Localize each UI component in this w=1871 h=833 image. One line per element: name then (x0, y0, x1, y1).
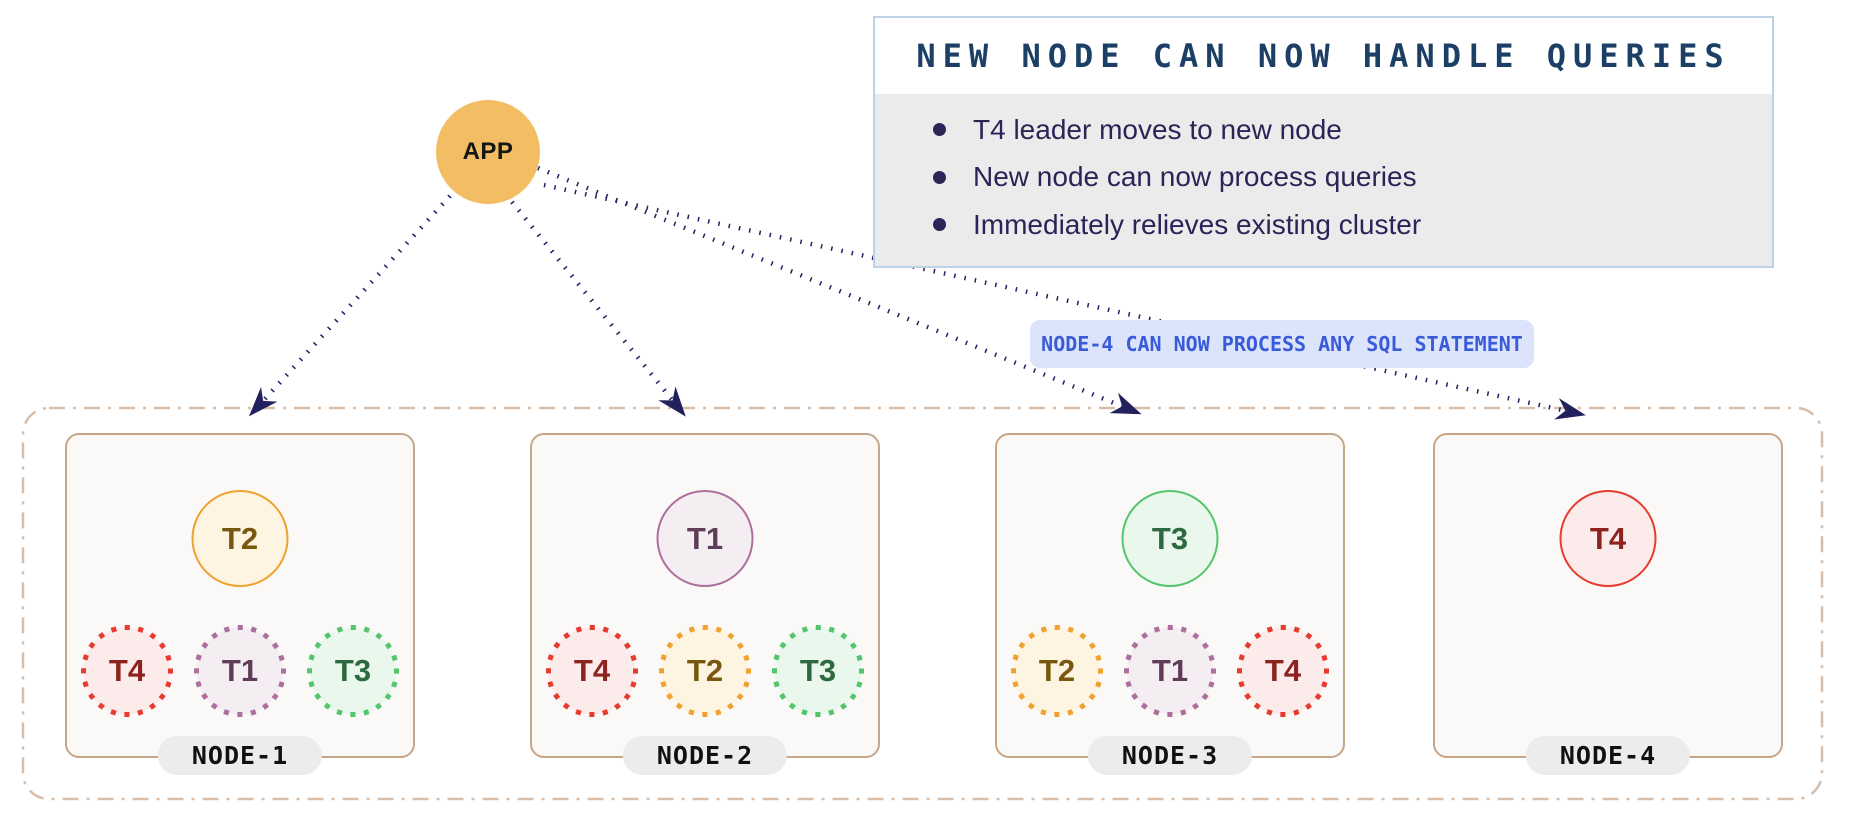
follower-tablet-t2: T2 (658, 624, 752, 718)
dotted-ring-icon (1124, 625, 1216, 717)
follower-tablet-t3: T3 (306, 624, 400, 718)
tablet-label: T4 (108, 653, 146, 688)
tablet-label: T4 (1589, 520, 1627, 556)
tablet-label: T2 (1038, 653, 1076, 688)
tablet-label: T4 (573, 653, 611, 688)
follower-tablet-t4: T4 (1236, 624, 1330, 718)
leader-tablet-t1: T1 (656, 490, 754, 587)
follower-tablet-t4: T4 (545, 624, 639, 718)
leader-tablet-t3: T3 (1121, 490, 1219, 587)
dotted-ring-icon (772, 625, 864, 717)
app-circle: APP (436, 100, 540, 204)
info-bullet: T4 leader moves to new node (933, 114, 1762, 146)
dotted-ring-icon (1011, 625, 1103, 717)
dotted-ring-icon (1237, 625, 1329, 717)
leader-tablet-t2: T2 (191, 490, 289, 587)
tablet-label: T3 (799, 653, 837, 688)
dotted-ring-icon (307, 625, 399, 717)
tablet-label: T2 (686, 653, 724, 688)
info-box: NEW NODE CAN NOW HANDLE QUERIES T4 leade… (873, 16, 1774, 268)
info-bullet: Immediately relieves existing cluster (933, 209, 1762, 241)
arrow-app-to-node-1-icon (248, 194, 452, 417)
arrow-app-to-node-2-icon (510, 200, 686, 417)
tablet-label: T4 (1264, 653, 1302, 688)
app-label: APP (462, 138, 514, 165)
node-box-1: T2 T4 T1 T3 NODE-1 (65, 433, 415, 775)
node-box-3: T3 T2 T1 T4 NODE-3 (995, 433, 1345, 775)
follower-tablet-t1: T1 (1123, 624, 1217, 718)
node-name-pill: NODE-2 (622, 736, 788, 775)
tablet-label: T3 (1151, 520, 1189, 556)
follower-row: T2 T1 T4 (997, 624, 1343, 718)
follower-row: T4 T1 T3 (67, 624, 413, 718)
follower-tablet-t2: T2 (1010, 624, 1104, 718)
node-name-pill: NODE-4 (1525, 736, 1691, 775)
follower-tablet-t1: T1 (193, 624, 287, 718)
leader-tablet-t4: T4 (1559, 490, 1657, 587)
info-box-title: NEW NODE CAN NOW HANDLE QUERIES (916, 37, 1731, 75)
dotted-ring-icon (546, 625, 638, 717)
node-box-2: T1 T4 T2 T3 NODE-2 (530, 433, 880, 775)
dotted-ring-icon (659, 625, 751, 717)
tablet-label: T1 (686, 520, 724, 556)
info-box-body: T4 leader moves to new node New node can… (875, 94, 1772, 266)
tablet-label: T3 (334, 653, 372, 688)
follower-tablet-t3: T3 (771, 624, 865, 718)
follower-tablet-t4: T4 (80, 624, 174, 718)
node-name-pill: NODE-1 (157, 736, 323, 775)
tablet-label: T1 (221, 653, 259, 688)
node-name-pill: NODE-3 (1087, 736, 1253, 775)
tablet-label: T1 (1151, 653, 1189, 688)
follower-row: T4 T2 T3 (532, 624, 878, 718)
tablet-label: T2 (221, 520, 259, 556)
info-bullet: New node can now process queries (933, 161, 1762, 193)
dotted-ring-icon (194, 625, 286, 717)
dotted-ring-icon (81, 625, 173, 717)
node4-callout: NODE-4 CAN NOW PROCESS ANY SQL STATEMENT (1030, 320, 1534, 368)
node-box-4: T4 NODE-4 (1433, 433, 1783, 775)
